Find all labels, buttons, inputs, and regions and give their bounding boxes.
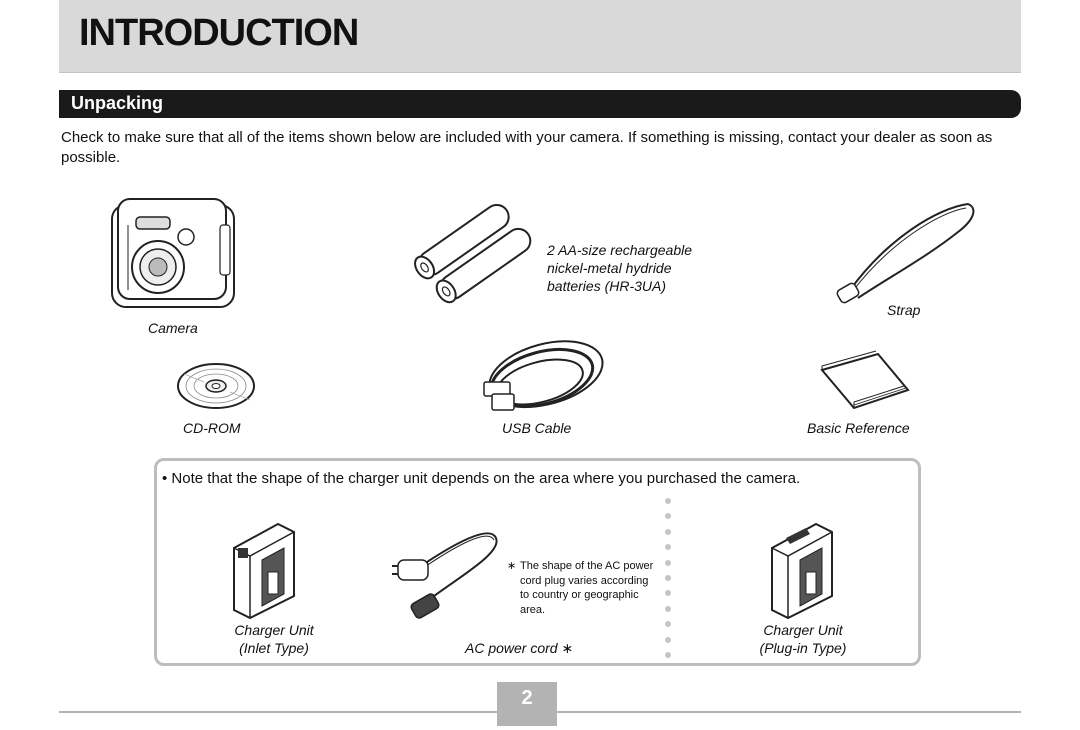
page-title: INTRODUCTION bbox=[79, 12, 359, 54]
charger-inlet-label: Charger Unit (Inlet Type) bbox=[228, 621, 320, 657]
camera-illustration bbox=[111, 198, 235, 308]
header-bar: INTRODUCTION bbox=[59, 0, 1021, 73]
charger-inlet-label-line: Charger Unit bbox=[234, 622, 314, 638]
charger-plugin-label-line: (Plug-in Type) bbox=[759, 640, 847, 656]
cdrom-label: CD-ROM bbox=[183, 420, 241, 436]
dotted-divider bbox=[665, 498, 671, 658]
note-box bbox=[154, 458, 921, 666]
basic-reference-label: Basic Reference bbox=[807, 420, 910, 436]
strap-illustration bbox=[836, 202, 975, 304]
section-title: Unpacking bbox=[71, 93, 164, 113]
section-header: Unpacking bbox=[59, 90, 1021, 118]
charger-inlet-label-line: (Inlet Type) bbox=[239, 640, 309, 656]
batteries-label-line: 2 AA-size rechargeable bbox=[547, 242, 693, 258]
strap-label: Strap bbox=[887, 302, 921, 318]
charger-plugin-label: Charger Unit (Plug-in Type) bbox=[752, 621, 854, 657]
batteries-illustration bbox=[414, 203, 532, 304]
camera-label: Camera bbox=[148, 320, 198, 336]
usb-cable-illustration bbox=[483, 340, 604, 411]
charger-plugin-illustration bbox=[771, 522, 833, 620]
footnote-star: ∗ bbox=[507, 560, 517, 572]
charger-note: • Note that the shape of the charger uni… bbox=[162, 470, 801, 487]
charger-plugin-label-line: Charger Unit bbox=[763, 622, 843, 638]
ac-power-cord-illustration bbox=[392, 532, 498, 619]
ac-cord-footnote: ∗ The shape of the AC power cord plug va… bbox=[507, 559, 660, 617]
usb-cable-label: USB Cable bbox=[502, 420, 572, 436]
intro-paragraph: Check to make sure that all of the items… bbox=[61, 129, 993, 166]
batteries-label-line: batteries (HR-3UA) bbox=[547, 278, 667, 294]
page-number-box: 2 bbox=[497, 682, 557, 726]
batteries-label: 2 AA-size rechargeable nickel-metal hydr… bbox=[547, 241, 692, 295]
page-number: 2 bbox=[521, 687, 533, 709]
batteries-label-line: nickel-metal hydride bbox=[547, 260, 672, 276]
ac-power-cord-label: AC power cord ∗ bbox=[465, 640, 574, 656]
basic-reference-illustration bbox=[820, 350, 910, 410]
cdrom-illustration bbox=[177, 363, 255, 409]
footnote-text: The shape of the AC power cord plug vari… bbox=[520, 560, 654, 616]
charger-inlet-illustration bbox=[233, 522, 295, 620]
